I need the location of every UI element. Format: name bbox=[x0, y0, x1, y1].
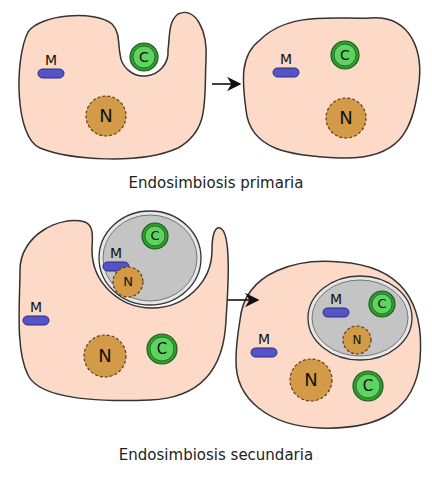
host-cell bbox=[243, 18, 419, 158]
mitochondrion-body bbox=[23, 316, 49, 325]
chloroplast: C bbox=[145, 332, 179, 366]
endosymbiont-cell bbox=[308, 276, 412, 360]
mitochondrion: M bbox=[321, 290, 351, 317]
organelle-letter: C bbox=[145, 332, 179, 366]
organelle-letter: C bbox=[367, 289, 397, 319]
organelle-letter: M bbox=[101, 244, 131, 262]
organelle-letter: M bbox=[249, 330, 279, 348]
nucleus: N bbox=[288, 357, 334, 403]
nucleus: N bbox=[84, 94, 128, 138]
organelle-letter: M bbox=[21, 298, 51, 316]
nucleus: N bbox=[111, 265, 145, 299]
organelle-letter: N bbox=[111, 265, 145, 299]
mitochondrion-body bbox=[38, 69, 64, 78]
host-cell bbox=[236, 261, 421, 428]
endosymbiont-cell-inner bbox=[312, 280, 408, 356]
organelle-letter: N bbox=[341, 324, 373, 356]
chloroplast: C bbox=[140, 221, 170, 251]
organelle-letter: C bbox=[329, 39, 361, 71]
process-arrow bbox=[212, 83, 240, 85]
organelle-letter: N bbox=[324, 96, 368, 140]
engulfed-cell bbox=[99, 211, 201, 305]
organelle-letter: M bbox=[36, 51, 66, 69]
chloroplast: C bbox=[367, 289, 397, 319]
nucleus: N bbox=[82, 333, 128, 379]
organelle-letter: N bbox=[82, 333, 128, 379]
mitochondrion: M bbox=[271, 50, 301, 77]
mitochondrion: M bbox=[21, 298, 51, 325]
stage-caption: Endosimbiosis primaria bbox=[0, 173, 432, 193]
organelle-letter: C bbox=[128, 41, 160, 73]
organelle-letter: M bbox=[271, 50, 301, 68]
host-cell bbox=[19, 12, 206, 159]
organelle-letter: C bbox=[140, 221, 170, 251]
mitochondrion: M bbox=[36, 51, 66, 78]
chloroplast: C bbox=[128, 41, 160, 73]
chloroplast: C bbox=[351, 369, 385, 403]
organelle-letter: N bbox=[288, 357, 334, 403]
process-arrow bbox=[228, 299, 258, 301]
mitochondrion-body bbox=[323, 308, 349, 317]
mitochondrion-body bbox=[273, 68, 299, 77]
nucleus: N bbox=[324, 96, 368, 140]
organelle-letter: M bbox=[321, 290, 351, 308]
mitochondrion-body bbox=[251, 348, 277, 357]
nucleus: N bbox=[341, 324, 373, 356]
organelle-letter: C bbox=[351, 369, 385, 403]
mitochondrion: M bbox=[249, 330, 279, 357]
stage-caption: Endosimbiosis secundaria bbox=[0, 445, 432, 465]
organelle-letter: N bbox=[84, 94, 128, 138]
mitochondrion: M bbox=[101, 244, 131, 271]
chloroplast: C bbox=[329, 39, 361, 71]
